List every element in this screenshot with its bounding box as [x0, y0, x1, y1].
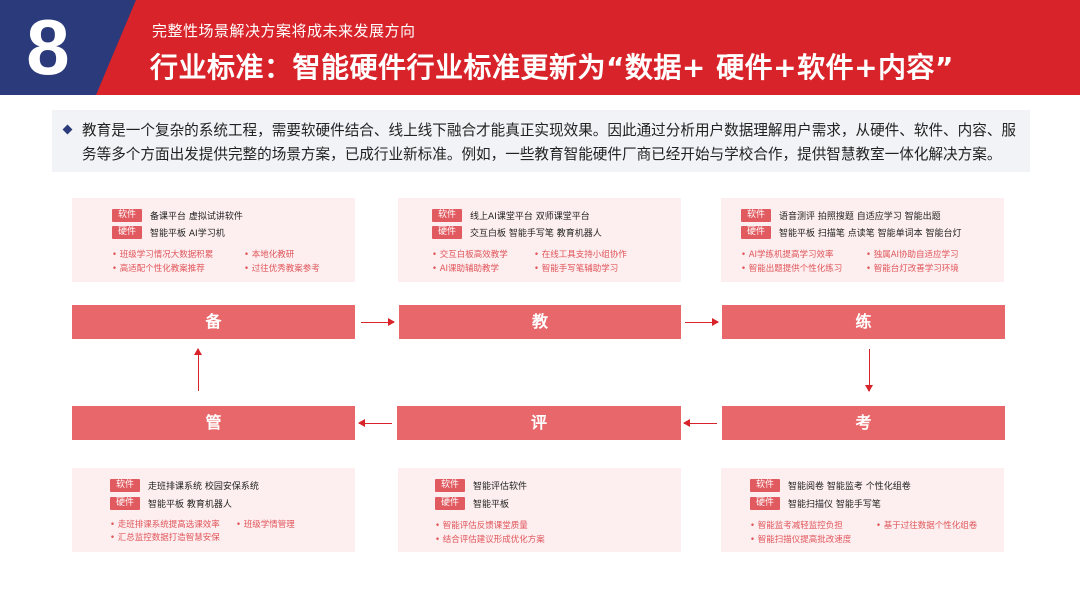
hardware-list: 交互白板 智能手写笔 教育机器人	[470, 229, 602, 239]
software-list: 语音测评 拍照搜题 自适应学习 智能出题	[779, 212, 941, 222]
stage-jiao: 教	[399, 305, 681, 339]
card-kao-point-1: • 智能监考减轻监控负担	[750, 521, 843, 531]
hardware-tag: 硬件	[750, 497, 781, 510]
card-bei-point-3: • 高适配个性化教案推荐	[112, 264, 205, 274]
card-guan-point-2: • 班级学情管理	[236, 520, 295, 530]
card-kao-point-3: • 智能扫描仪提高批改速度	[750, 535, 852, 545]
card-bei-point-4: • 过往优秀教案参考	[244, 264, 320, 274]
card-bei-point-1: • 班级学习情况大数据积累	[112, 250, 214, 260]
header-number-slant	[96, 0, 136, 95]
card-jiao-point-1: • 交互白板高效教学	[432, 250, 508, 260]
section-number: 8	[26, 3, 70, 91]
card-lian-point-2: • 独属AI协助自适应学习	[866, 250, 959, 260]
card-jiao-software-row: 软件 线上AI课堂平台 双师课堂平台	[432, 209, 590, 222]
hardware-list: 智能平板	[473, 500, 510, 510]
hardware-list: 智能平板 扫描笔 点读笔 智能单词本 智能台灯	[779, 229, 962, 239]
card-lian-point-3: • 智能出题提供个性化练习	[741, 264, 843, 274]
software-tag: 软件	[750, 479, 781, 492]
software-tag: 软件	[432, 209, 463, 222]
stage-lian: 练	[722, 305, 1005, 339]
card-ping-point-1: • 智能评估反馈课堂质量	[435, 521, 528, 531]
hardware-list: 智能平板 AI学习机	[150, 229, 225, 239]
hardware-list: 智能平板 教育机器人	[148, 500, 232, 510]
card-jiao-point-2: • 在线工具支持小组协作	[534, 250, 627, 260]
stage-kao: 考	[722, 406, 1005, 440]
card-lian-point-1: • AI学练机提高学习效率	[741, 250, 834, 260]
card-lian-point-4: • 智能台灯改善学习环境	[866, 264, 959, 274]
software-tag: 软件	[741, 209, 772, 222]
arrow-right-icon	[685, 318, 719, 326]
stage-bei: 备	[72, 305, 355, 339]
software-list: 备课平台 虚拟试讲软件	[150, 212, 243, 222]
page-title: 行业标准：智能硬件行业标准更新为“数据+ 硬件+软件+内容”	[150, 51, 954, 84]
header-number-block	[0, 0, 96, 95]
card-kao-point-2: • 基于过往数据个性化组卷	[876, 521, 978, 531]
hardware-tag: 硬件	[435, 497, 466, 510]
hardware-tag: 硬件	[112, 226, 143, 239]
software-tag: 软件	[435, 479, 466, 492]
software-list: 线上AI课堂平台 双师课堂平台	[470, 212, 590, 222]
card-kao-software-row: 软件 智能阅卷 智能监考 个性化组卷	[750, 479, 911, 492]
card-jiao-point-3: • AI课助辅助教学	[432, 264, 500, 274]
card-ping-point-2: • 结合评估建议形成优化方案	[435, 535, 545, 545]
card-guan-point-1: • 走班排课系统提高选课效率	[110, 520, 220, 530]
arrow-up-icon	[194, 348, 202, 391]
card-guan-software-row: 软件 走班排课系统 校园安保系统	[110, 479, 259, 492]
card-lian-hardware-row: 硬件 智能平板 扫描笔 点读笔 智能单词本 智能台灯	[741, 226, 961, 239]
card-guan-point-3: • 汇总监控数据打造智慧安保	[110, 533, 220, 543]
stage-ping: 评	[397, 406, 681, 440]
stage-guan: 管	[72, 406, 355, 440]
hardware-tag: 硬件	[110, 497, 141, 510]
card-guan-hardware-row: 硬件 智能平板 教育机器人	[110, 497, 232, 510]
arrow-left-icon	[683, 419, 717, 427]
software-tag: 软件	[110, 479, 141, 492]
software-list: 走班排课系统 校园安保系统	[148, 482, 259, 492]
card-kao-hardware-row: 硬件 智能扫描仪 智能手写笔	[750, 497, 881, 510]
card-ping-software-row: 软件 智能评估软件	[435, 479, 527, 492]
intro-box	[52, 110, 1030, 172]
card-jiao-point-4: • 智能手写笔辅助学习	[534, 264, 619, 274]
software-list: 智能评估软件	[473, 482, 528, 492]
header-banner	[0, 0, 1080, 95]
arrow-right-icon	[361, 318, 395, 326]
card-ping-hardware-row: 硬件 智能平板	[435, 497, 509, 510]
arrow-left-icon	[358, 419, 392, 427]
hardware-tag: 硬件	[432, 226, 463, 239]
card-lian-software-row: 软件 语音测评 拍照搜题 自适应学习 智能出题	[741, 209, 941, 222]
hardware-tag: 硬件	[741, 226, 772, 239]
software-tag: 软件	[112, 209, 143, 222]
page-subtitle: 完整性场景解决方案将成未来发展方向	[152, 22, 416, 40]
card-bei-point-2: • 本地化教研	[244, 250, 295, 260]
hardware-list: 智能扫描仪 智能手写笔	[788, 500, 881, 510]
card-bei-software-row: 软件 备课平台 虚拟试讲软件	[112, 209, 243, 222]
intro-text: 教育是一个复杂的系统工程，需要软硬件结合、线上线下融合才能真正实现效果。因此通过…	[82, 122, 1017, 163]
arrow-down-icon	[865, 349, 873, 392]
software-list: 智能阅卷 智能监考 个性化组卷	[788, 482, 911, 492]
card-bei-hardware-row: 硬件 智能平板 AI学习机	[112, 226, 225, 239]
card-jiao-hardware-row: 硬件 交互白板 智能手写笔 教育机器人	[432, 226, 602, 239]
